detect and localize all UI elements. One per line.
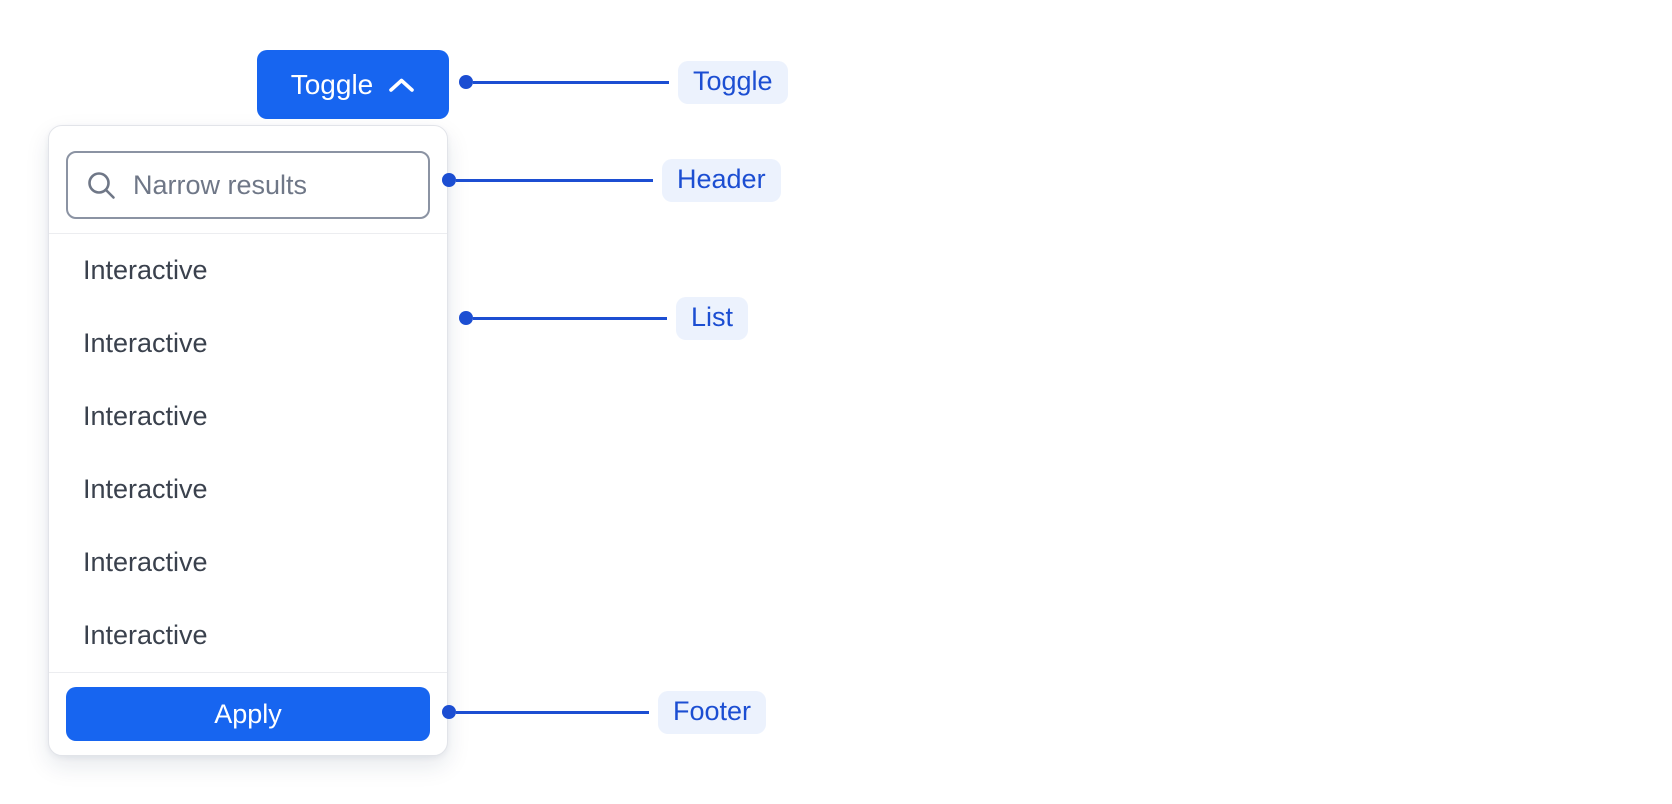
annotation-line	[473, 80, 669, 84]
list-item[interactable]: Interactive	[83, 474, 208, 504]
dropdown-panel: Interactive Interactive Interactive Inte…	[48, 125, 448, 756]
annotation-dot	[442, 705, 456, 719]
list-item[interactable]: Interactive	[83, 328, 208, 358]
toggle-button-label: Toggle	[290, 68, 374, 100]
annotation-line	[456, 178, 653, 182]
toggle-button[interactable]: Toggle	[257, 50, 449, 119]
annotation-line	[473, 316, 667, 320]
annotation-label: Footer	[658, 690, 767, 734]
annotation-list: List	[459, 296, 749, 340]
annotation-header: Header	[442, 158, 781, 202]
search-box[interactable]	[66, 151, 447, 219]
dropdown-footer: Apply	[49, 673, 447, 755]
dropdown-header	[49, 126, 447, 233]
footer-divider	[49, 672, 447, 673]
annotation-label: Toggle	[678, 60, 788, 104]
dropdown-list: Interactive Interactive Interactive Inte…	[49, 234, 447, 672]
list-item[interactable]: Interactive	[83, 547, 208, 577]
header-divider	[49, 233, 447, 234]
list-item[interactable]: Interactive	[83, 620, 208, 650]
search-icon	[86, 170, 117, 201]
list-item[interactable]: Interactive	[83, 255, 208, 285]
list-item[interactable]: Interactive	[83, 401, 208, 431]
apply-button[interactable]: Apply	[66, 687, 430, 741]
search-input[interactable]	[133, 169, 447, 201]
annotation-footer: Footer	[442, 690, 767, 734]
annotation-toggle: Toggle	[459, 60, 788, 104]
annotation-dot	[459, 75, 473, 89]
annotation-line	[456, 710, 649, 714]
annotation-label: List	[676, 296, 749, 340]
chevron-up-icon	[388, 77, 415, 94]
annotation-label: Header	[662, 158, 781, 202]
annotation-dot	[442, 173, 456, 187]
annotation-dot	[459, 311, 473, 325]
